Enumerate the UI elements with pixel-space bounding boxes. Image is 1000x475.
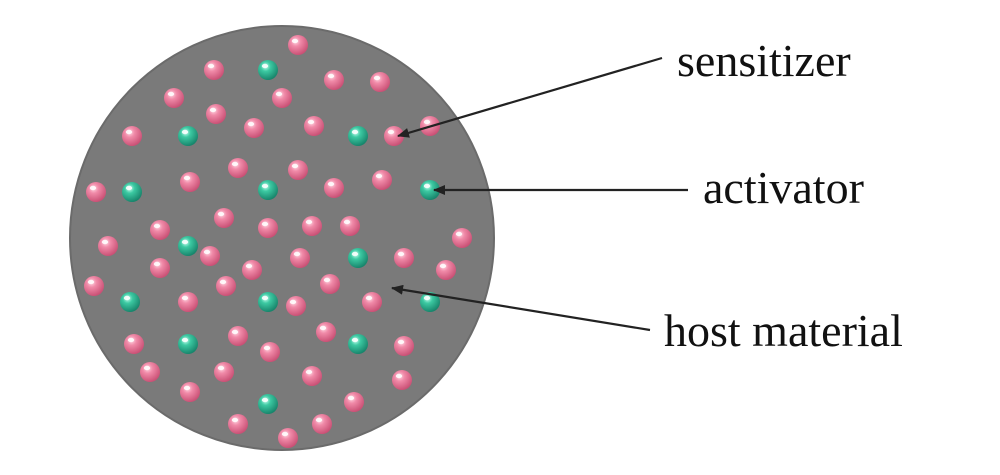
activator-particle <box>178 236 198 256</box>
sensitizer-particle <box>290 248 310 268</box>
sensitizer-particle <box>288 160 308 180</box>
sensitizer-particle <box>228 158 248 178</box>
sensitizer-particle <box>140 362 160 382</box>
host-material-arrow <box>391 284 651 332</box>
activator-particle <box>348 126 368 146</box>
sensitizer-particle <box>150 258 170 278</box>
sensitizer-particle <box>258 218 278 238</box>
activator-particle <box>420 292 440 312</box>
sensitizer-particle <box>288 35 308 55</box>
sensitizer-particle <box>278 428 298 448</box>
sensitizer-particle <box>302 216 322 236</box>
activator-particle <box>120 292 140 312</box>
host-material-label: host material <box>664 305 903 356</box>
sensitizer-particle <box>124 334 144 354</box>
activator-particle <box>178 126 198 146</box>
activator-particle <box>178 334 198 354</box>
sensitizer-particle <box>316 322 336 342</box>
activator-particle <box>122 182 142 202</box>
sensitizer-particle <box>436 260 456 280</box>
particle-layer <box>84 35 472 448</box>
sensitizer-particle <box>372 170 392 190</box>
sensitizer-particle <box>122 126 142 146</box>
activator-particle <box>258 180 278 200</box>
sensitizer-particle <box>370 72 390 92</box>
sensitizer-particle <box>180 382 200 402</box>
sensitizer-arrow <box>397 56 663 138</box>
sensitizer-particle <box>312 414 332 434</box>
sensitizer-particle <box>178 292 198 312</box>
sensitizer-particle <box>260 342 280 362</box>
sensitizer-particle <box>98 236 118 256</box>
activator-particle <box>258 292 278 312</box>
sensitizer-particle <box>302 366 322 386</box>
activator-particle <box>258 394 278 414</box>
sensitizer-particle <box>452 228 472 248</box>
sensitizer-particle <box>214 208 234 228</box>
sensitizer-particle <box>84 276 104 296</box>
sensitizer-particle <box>242 260 262 280</box>
sensitizer-particle <box>216 276 236 296</box>
activator-particle <box>348 334 368 354</box>
sensitizer-particle <box>206 104 226 124</box>
sensitizer-particle <box>344 392 364 412</box>
activator-particle <box>348 248 368 268</box>
sensitizer-particle <box>362 292 382 312</box>
activator-label: activator <box>703 162 864 213</box>
sensitizer-particle <box>304 116 324 136</box>
sensitizer-particle <box>320 274 340 294</box>
sensitizer-particle <box>214 362 234 382</box>
sensitizer-particle <box>150 220 170 240</box>
sensitizer-particle <box>180 172 200 192</box>
activator-particle <box>258 60 278 80</box>
sensitizer-particle <box>392 370 412 390</box>
sensitizer-particle <box>200 246 220 266</box>
sensitizer-particle <box>324 178 344 198</box>
sensitizer-particle <box>204 60 224 80</box>
sensitizer-particle <box>286 296 306 316</box>
sensitizer-particle <box>228 326 248 346</box>
sensitizer-particle <box>340 216 360 236</box>
sensitizer-particle <box>324 70 344 90</box>
sensitizer-particle <box>164 88 184 108</box>
sensitizer-label: sensitizer <box>677 35 851 86</box>
sensitizer-particle <box>394 336 414 356</box>
sensitizer-particle <box>272 88 292 108</box>
sensitizer-particle <box>86 182 106 202</box>
sensitizer-particle <box>394 248 414 268</box>
sensitizer-particle <box>244 118 264 138</box>
sensitizer-particle <box>228 414 248 434</box>
